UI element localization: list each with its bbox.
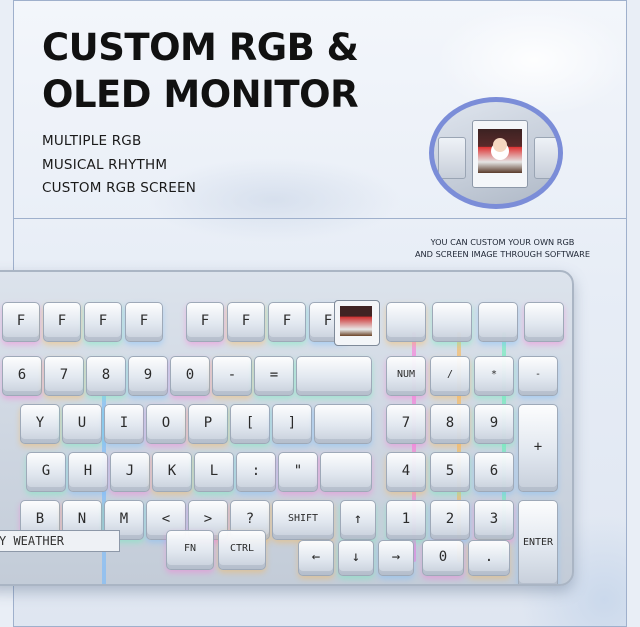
keycap: 1 bbox=[386, 500, 426, 540]
keycap: = bbox=[254, 356, 294, 396]
caption-line-1: YOU CAN CUSTOM YOUR OWN RGB bbox=[430, 237, 575, 247]
keycap bbox=[478, 302, 518, 342]
section-divider bbox=[13, 218, 627, 219]
keycap bbox=[314, 404, 372, 444]
keycap: 7 bbox=[386, 404, 426, 444]
keycap: F bbox=[2, 302, 40, 342]
zoom-caption: YOU CAN CUSTOM YOUR OWN RGB AND SCREEN I… bbox=[400, 236, 605, 260]
zoom-key-right bbox=[534, 137, 558, 179]
santa-image bbox=[340, 306, 372, 336]
keycap: H bbox=[68, 452, 108, 492]
headline-line-2: OLED MONITOR bbox=[42, 73, 359, 116]
keycap: 7 bbox=[44, 356, 84, 396]
keycap: F bbox=[186, 302, 224, 342]
keycap: U bbox=[62, 404, 102, 444]
keycap bbox=[320, 452, 372, 492]
keycap: 4 bbox=[386, 452, 426, 492]
keycap: F bbox=[43, 302, 81, 342]
keycap: F bbox=[268, 302, 306, 342]
keycap: 5 bbox=[430, 452, 470, 492]
keycap: ← bbox=[298, 540, 334, 576]
keycap: F bbox=[227, 302, 265, 342]
keycap: 6 bbox=[474, 452, 514, 492]
keycap: O bbox=[146, 404, 186, 444]
keycap: L bbox=[194, 452, 234, 492]
keycap: 3 bbox=[474, 500, 514, 540]
keycap: CTRL bbox=[218, 530, 266, 570]
keycap: ] bbox=[272, 404, 312, 444]
keycap: F bbox=[84, 302, 122, 342]
keycap: I bbox=[104, 404, 144, 444]
keycap: ↓ bbox=[338, 540, 374, 576]
keycap: Y bbox=[20, 404, 60, 444]
santa-image bbox=[478, 129, 522, 173]
keycap: [ bbox=[230, 404, 270, 444]
rgb-light-strip bbox=[412, 332, 416, 562]
keycap: * bbox=[474, 356, 514, 396]
zoom-oled-key bbox=[472, 120, 528, 188]
feature-item: MUSICAL RHYTHM bbox=[42, 156, 168, 173]
keycap: + bbox=[518, 404, 558, 492]
top-border bbox=[13, 0, 627, 1]
headline: CUSTOM RGB & OLED MONITOR bbox=[42, 24, 359, 118]
keycap: 9 bbox=[474, 404, 514, 444]
keycap: 8 bbox=[430, 404, 470, 444]
keycap: FN bbox=[166, 530, 214, 570]
keycap: - bbox=[212, 356, 252, 396]
caption-line-2: AND SCREEN IMAGE THROUGH SOFTWARE bbox=[414, 249, 591, 259]
keycap: / bbox=[430, 356, 470, 396]
headline-line-1: CUSTOM RGB & bbox=[42, 26, 359, 69]
keycap: K bbox=[152, 452, 192, 492]
keycap bbox=[386, 302, 426, 342]
feature-item: MULTIPLE RGB bbox=[42, 133, 142, 149]
keycap bbox=[524, 302, 564, 342]
keycap: SHIFT bbox=[272, 500, 334, 540]
keycap: 6 bbox=[2, 356, 42, 396]
keycap: J bbox=[110, 452, 150, 492]
keycap bbox=[296, 356, 372, 396]
keycap: : bbox=[236, 452, 276, 492]
keycap: → bbox=[378, 540, 414, 576]
keycap: 8 bbox=[86, 356, 126, 396]
keycap: F bbox=[125, 302, 163, 342]
rgb-light-strip bbox=[502, 332, 506, 562]
keycap: ↑ bbox=[340, 500, 376, 540]
rgb-light-strip bbox=[457, 332, 461, 562]
keycap: NUM bbox=[386, 356, 426, 396]
keycap: 2 bbox=[430, 500, 470, 540]
keycap: 0 bbox=[170, 356, 210, 396]
oled-screen-key bbox=[334, 300, 380, 346]
keycap: 9 bbox=[128, 356, 168, 396]
keycap: ENTER bbox=[518, 500, 558, 584]
zoom-key-left bbox=[438, 137, 466, 179]
keycap bbox=[432, 302, 472, 342]
feature-list: MULTIPLE RGB MUSICAL RHYTHM CUSTOM RGB S… bbox=[42, 130, 196, 201]
keycap: - bbox=[518, 356, 558, 396]
keycap: P bbox=[188, 404, 228, 444]
keycap: " bbox=[278, 452, 318, 492]
keycap: G bbox=[26, 452, 66, 492]
oled-display-strip: Y WEATHER bbox=[0, 530, 120, 552]
keycap: . bbox=[468, 540, 510, 576]
feature-item: CUSTOM RGB SCREEN bbox=[42, 180, 197, 196]
screen-key-zoom-inset bbox=[429, 97, 563, 209]
keycap: 0 bbox=[422, 540, 464, 576]
